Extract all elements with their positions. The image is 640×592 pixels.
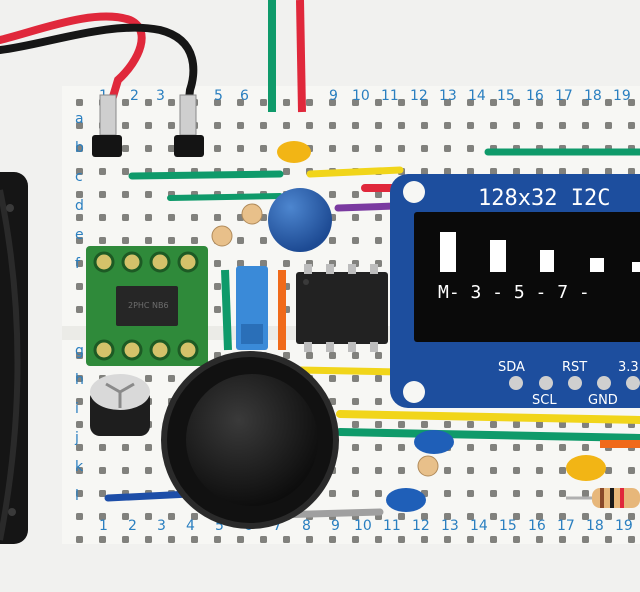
col-bottom-9: 9 [331, 518, 340, 534]
oled-bar-4 [590, 258, 604, 272]
col-top-11: 11 [381, 88, 399, 104]
col-bottom-12: 12 [412, 518, 430, 534]
col-bottom-16: 16 [528, 518, 546, 534]
col-top-17: 17 [555, 88, 573, 104]
col-bottom-15: 15 [499, 518, 517, 534]
col-top-2: 2 [130, 88, 139, 104]
wire-green-d [167, 193, 283, 201]
pin-label-scl: SCL [532, 393, 557, 408]
col-bottom-4: 4 [186, 518, 195, 534]
pin-label-sda: SDA [498, 360, 525, 375]
speaker [0, 172, 28, 544]
resistor [566, 488, 640, 508]
col-top-6: 6 [240, 88, 249, 104]
row-b: b [75, 140, 84, 156]
col-top-3: 3 [156, 88, 165, 104]
wire-yellow-c [306, 166, 404, 178]
col-top-14: 14 [468, 88, 486, 104]
col-top-16: 16 [526, 88, 544, 104]
col-top-13: 13 [439, 88, 457, 104]
oled-screen [414, 212, 640, 342]
capacitor-yellow-right [566, 455, 606, 481]
row-letters: a b c d e f g h i j k l [74, 111, 84, 504]
col-bottom-19: 19 [615, 518, 633, 534]
col-top-19: 19 [613, 88, 631, 104]
row-j: j [74, 430, 79, 446]
trimmer-screw [241, 324, 263, 344]
col-top-12: 12 [410, 88, 428, 104]
col-bottom-7: 7 [273, 518, 282, 534]
col-top-5: 5 [214, 88, 223, 104]
col-top-15: 15 [497, 88, 515, 104]
wire-green-long [336, 428, 640, 442]
col-bottom-14: 14 [470, 518, 488, 534]
column-numbers-bottom: 1 2 3 4 5 6 7 8 9 10 11 12 13 14 15 16 1… [99, 518, 633, 534]
col-bottom-11: 11 [383, 518, 401, 534]
oled-display-board: 128x32 I2C M- 3 - 5 - 7 - SDA RST 3.3 SC… [390, 174, 640, 408]
col-top-9: 9 [329, 88, 338, 104]
oled-bar-2 [490, 240, 506, 272]
col-bottom-10: 10 [354, 518, 372, 534]
col-top-18: 18 [584, 88, 602, 104]
row-h: h [75, 372, 84, 388]
row-d: d [75, 198, 84, 214]
row-k: k [75, 459, 84, 475]
wire-yellow-h [296, 366, 404, 376]
pin-label-rst: RST [562, 360, 587, 375]
component-small-tan-2 [211, 225, 233, 247]
col-bottom-8: 8 [302, 518, 311, 534]
col-bottom-17: 17 [557, 518, 575, 534]
wire-green-c [128, 170, 284, 180]
row-g: g [75, 343, 84, 359]
wire-yellow-long [336, 410, 640, 424]
capacitor-yellow-top [277, 141, 311, 163]
col-bottom-13: 13 [441, 518, 459, 534]
capacitor-blue-large [268, 188, 332, 252]
col-bottom-3: 3 [157, 518, 166, 534]
oled-board-title: 128x32 I2C [478, 186, 610, 211]
rotary-knob [161, 351, 339, 529]
col-bottom-5: 5 [215, 518, 224, 534]
soic-chip-label: 2PHC NB6 [128, 301, 169, 310]
col-bottom-2: 2 [128, 518, 137, 534]
dip-chip [296, 264, 388, 352]
column-numbers-top: 1 2 3 5 6 9 10 11 12 13 14 15 16 17 18 1… [99, 88, 631, 104]
oled-bar-5 [632, 262, 640, 272]
capacitor-blue-mid [414, 430, 454, 454]
row-e: e [75, 227, 84, 243]
row-i: i [75, 401, 79, 417]
row-c: c [75, 169, 83, 185]
capacitor-blue-bottom [386, 488, 426, 512]
row-f: f [75, 256, 81, 272]
col-top-10: 10 [352, 88, 370, 104]
row-l: l [75, 488, 79, 504]
pin-label-gnd: GND [588, 393, 618, 408]
col-bottom-18: 18 [586, 518, 604, 534]
oled-bar-1 [440, 232, 456, 272]
row-a: a [75, 111, 84, 127]
electrolytic-capacitor [90, 374, 150, 436]
oled-bar-3 [540, 250, 554, 272]
wire-green-vertical [221, 269, 232, 351]
soic-adapter-board: 2PHC NB6 [86, 246, 208, 366]
col-bottom-1: 1 [99, 518, 108, 534]
wire-red-top [296, 0, 306, 113]
wire-purple [334, 202, 399, 212]
speaker-wires [0, 12, 204, 157]
component-small-tan-3 [417, 455, 439, 477]
component-small-tan-1 [241, 203, 263, 225]
oled-screen-text: M- 3 - 5 - 7 - [438, 282, 590, 303]
wire-blue-bottom [104, 490, 194, 502]
pin-label-33: 3.3 [618, 360, 639, 375]
